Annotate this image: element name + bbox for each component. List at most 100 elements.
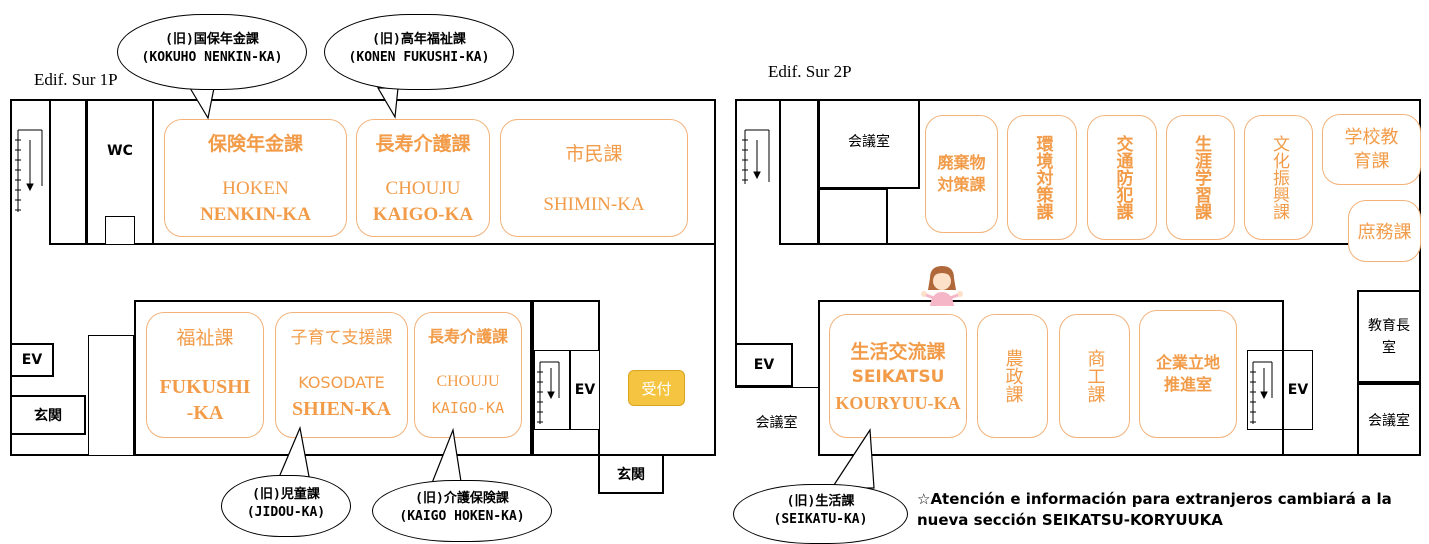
- ev-floor2-left: EV: [735, 343, 793, 387]
- meeting-room-right: 会議室: [1357, 383, 1421, 456]
- office-shimin: 市民課 SHIMIN-KA: [500, 119, 688, 237]
- speech-bubble-kaigo: [372, 480, 552, 542]
- office-shougai: 生涯学習課: [1166, 115, 1235, 240]
- foreigner-notice: ☆Atención e información para extranjeros…: [917, 489, 1422, 531]
- entrance-bottom: 玄関: [598, 456, 664, 494]
- bubble-line: (旧)国保年金課: [165, 32, 259, 47]
- bubble-line: (KAIGO HOKEN-KA): [399, 509, 525, 524]
- office-bunka: 文化振興課: [1244, 115, 1313, 240]
- office-label-romaji: -KA: [186, 402, 224, 424]
- floor2-small-room: [818, 188, 888, 245]
- office-label-romaji: CHOUJU: [436, 373, 500, 390]
- office-label-romaji: SHIMIN-KA: [543, 193, 645, 215]
- meeting-room-label: 会議室: [848, 134, 890, 150]
- bubble-kaigo-text: (旧)介護保険課 (KAIGO HOKEN-KA): [372, 490, 552, 526]
- office-label-romaji: KAIGO-KA: [431, 399, 505, 417]
- bubble-line: (KONEN FUKUSHI-KA): [348, 50, 490, 65]
- office-label-romaji: KOSODATE: [298, 373, 385, 392]
- bubble-line: (KOKUHO NENKIN-KA): [141, 50, 283, 65]
- office-label-romaji: FUKUSHI: [159, 376, 251, 398]
- office-kankyou: 環境対策課: [1007, 115, 1077, 240]
- bubble-konen-text: (旧)高年福祉課 (KONEN FUKUSHI-KA): [324, 31, 514, 67]
- office-label-jp: 環境対策課: [1032, 135, 1053, 220]
- floor2-title: Edif. Sur 2P: [768, 62, 852, 81]
- office-label-jp: 廃棄物対策課: [937, 153, 986, 194]
- office-label-romaji: NENKIN-KA: [200, 203, 311, 225]
- office-label-jp: 生涯学習課: [1191, 135, 1211, 220]
- stairs-icon: [15, 129, 43, 212]
- meeting-room-left: 会議室: [735, 387, 819, 456]
- floor1-small-room: [88, 335, 134, 456]
- office-label-jp: 文化振興課: [1269, 135, 1289, 220]
- ev-label: EV: [21, 352, 43, 368]
- office-fukushi: 福祉課 FUKUSHI -KA: [146, 312, 264, 438]
- entrance-label: 玄関: [34, 408, 62, 424]
- ev-floor1-right: EV: [570, 350, 600, 430]
- office-koutsuu: 交通防犯課: [1087, 115, 1157, 240]
- stairs-icon: [1250, 361, 1273, 424]
- bubble-tail-kokuho: [188, 87, 215, 120]
- entrance-label: 玄関: [617, 467, 645, 483]
- office-label-jp: 生活交流課: [850, 340, 946, 363]
- bubble-tail-jidou: [276, 425, 311, 483]
- office-shomu: 庶務課: [1348, 200, 1421, 262]
- bubble-line: (JIDOU-KA): [246, 505, 326, 520]
- office-label-jp: 企業立地推進室: [1155, 353, 1220, 394]
- bubble-line: (SEIKATU-KA): [773, 512, 868, 527]
- office-kosodate-shien: 子育て支援課 KOSODATE SHIEN-KA: [275, 312, 408, 438]
- bubble-line: (旧)介護保険課: [415, 491, 509, 506]
- ev-floor1-left: EV: [10, 343, 54, 377]
- office-label-jp: 保険年金課: [207, 132, 303, 155]
- office-label-jp: 商工課: [1084, 349, 1106, 403]
- office-label-jp: 福祉課: [176, 327, 234, 349]
- office-label-jp: 長寿介護課: [375, 132, 471, 155]
- bubble-seikatsu-text: (旧)生活課 (SEIKATU-KA): [733, 493, 908, 529]
- staff-illustration-icon: [921, 266, 963, 306]
- notice-line: nueva sección SEIKATSU-KORYUUKA: [917, 511, 1223, 529]
- office-label-jp: 子育て支援課: [290, 328, 393, 348]
- office-seikatsu-kouryuu: 生活交流課 SEIKATSU KOURYUU-KA: [829, 314, 967, 438]
- office-label-romaji: SEIKATSU: [851, 366, 945, 387]
- floor2-corridor-divider: [779, 99, 819, 245]
- meeting-room-top: 会議室: [818, 99, 920, 189]
- wc-label: WC: [107, 143, 133, 159]
- office-label-romaji: KAIGO-KA: [372, 203, 474, 225]
- bubble-tail-konen: [376, 87, 399, 119]
- office-label-jp: 交通防犯課: [1112, 135, 1133, 220]
- office-label-jp: 庶務課: [1357, 222, 1412, 243]
- superintendent-room: 教育長室: [1357, 290, 1421, 383]
- entrance-left: 玄関: [10, 395, 86, 435]
- notice-line: ☆Atención e información para extranjeros…: [917, 490, 1392, 508]
- bubble-tail-seikatsu: [830, 428, 875, 489]
- office-label-jp: 市民課: [565, 142, 623, 165]
- office-kigyou: 企業立地推進室: [1139, 310, 1237, 438]
- office-label-romaji: SHIEN-KA: [292, 398, 391, 420]
- speech-bubble-kokuho: [117, 14, 307, 90]
- office-label-jp: 長寿介護課: [427, 327, 508, 346]
- office-nousei: 農政課: [977, 314, 1048, 438]
- reception-desk: 受付: [628, 370, 685, 406]
- office-gakkou: 学校教育課: [1322, 114, 1421, 185]
- bubble-kokuho-text: (旧)国保年金課 (KOKUHO NENKIN-KA): [117, 31, 307, 67]
- ev-label: EV: [753, 357, 775, 373]
- ev-label: EV: [574, 382, 596, 398]
- bubble-line: (旧)生活課: [786, 494, 855, 509]
- office-label-romaji: KOURYUU-KA: [835, 392, 961, 413]
- meeting-room-label: 会議室: [1368, 412, 1410, 429]
- office-chouju-kaigo-bottom: 長寿介護課 CHOUJU KAIGO-KA: [414, 312, 522, 438]
- office-chouju-kaigo-top: 長寿介護課 CHOUJU KAIGO-KA: [356, 119, 490, 237]
- speech-bubble-seikatsu: [733, 484, 908, 544]
- speech-bubble-konen: [324, 14, 514, 90]
- bubble-jidou-text: (旧)児童課 (JIDOU-KA): [221, 486, 351, 522]
- office-haikibutsu: 廃棄物対策課: [925, 115, 998, 233]
- meeting-room-label: 会議室: [755, 415, 798, 431]
- ev-floor2-right: EV: [1283, 350, 1313, 430]
- office-label-romaji: HOKEN: [222, 177, 289, 199]
- floor1-title: Edif. Sur 1P: [34, 70, 118, 89]
- office-label-romaji: CHOUJU: [385, 177, 461, 199]
- wc-stall: [105, 216, 135, 245]
- superintendent-label: 教育長室: [1368, 317, 1410, 356]
- stairs-icon: [537, 361, 560, 424]
- stairs-icon: [742, 129, 770, 184]
- office-label-jp: 農政課: [1002, 349, 1024, 403]
